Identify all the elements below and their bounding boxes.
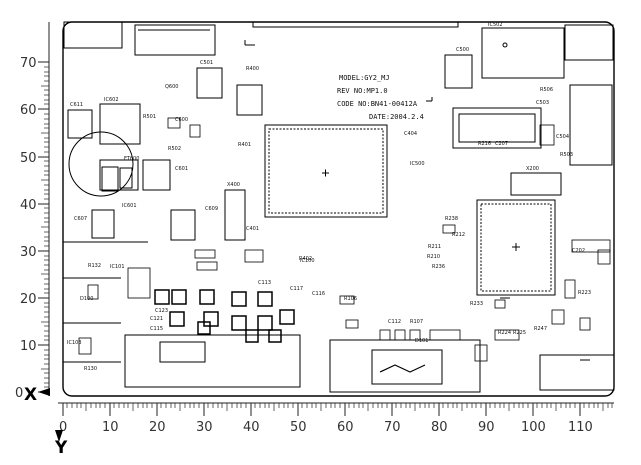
label-c113: C113 [258,280,271,286]
smd-parts [78,117,611,362]
label-r233: R233 [470,301,483,307]
board-rev: REV NO:MP1.0 [337,87,388,95]
label-c117: C117 [290,286,303,292]
label-r506: R506 [540,87,553,93]
label-r225: R225 [513,330,526,336]
inductor-cluster [154,289,295,343]
label-d100: D100 [80,296,93,302]
label-c601: C601 [175,166,188,172]
label-r502: R502 [168,146,181,152]
x-tick-50: 50 [290,420,307,435]
y-tick-70: 70 [20,56,37,71]
label-r238: R238 [445,216,458,222]
board-code: CODE NO:BN41-00412A [337,100,418,108]
label-d100-b: R106 [344,296,357,302]
label-r130: R130 [84,366,97,372]
y-axis-arrow [55,430,63,442]
top-connectors [63,21,614,166]
label-r503: R503 [560,152,573,158]
y-tick-40: 40 [20,198,37,213]
label-c504: C504 [556,134,569,140]
label-x200: X200 [526,166,539,172]
label-r210: R210 [427,254,440,260]
capacitors [67,54,473,241]
x-tick-70: 70 [384,420,401,435]
x-tick-80: 80 [431,420,448,435]
label-ic601: IC601 [122,203,137,209]
ic200-chip [476,199,556,296]
label-d101: D101 [415,338,428,344]
y-tick-30: 30 [20,245,37,260]
label-c112: C112 [388,319,401,325]
y-tick-60: 60 [20,103,37,118]
left-edge-tabs [63,241,148,363]
board-model: MODEL:GY2_MJ [339,74,390,82]
label-x400: X400 [227,182,240,188]
x-tick-10: 10 [102,420,119,435]
label-c607: C607 [74,216,87,222]
label-c207: C207 [495,141,508,147]
label-c401: C401 [246,226,259,232]
x-tick-60: 60 [337,420,354,435]
label-c611: C611 [70,102,83,108]
label-r401: R401 [238,142,251,148]
y-tick-0: 0 [15,386,23,401]
label-r224: R224 [498,330,511,336]
label-ic500: IC500 [410,161,425,167]
label-c609: C609 [205,206,218,212]
x-axis-ruler [58,402,614,416]
label-r400: R400 [246,66,259,72]
label-q600: Q600 [165,84,178,90]
label-c500: C500 [456,47,469,53]
x-axis-name: X [24,385,37,405]
x400-crystal [224,189,246,241]
label-ic103: IC103 [67,340,82,346]
x-tick-100: 100 [521,420,546,435]
y-axis-ruler [38,22,50,396]
x-tick-20: 20 [149,420,166,435]
ic400-chip [264,124,388,218]
board-date: DATE:2004.2.4 [369,113,424,121]
label-c115: C115 [150,326,163,332]
x-tick-30: 30 [196,420,213,435]
label-r247: R247 [534,326,547,332]
y-tick-20: 20 [20,292,37,307]
x-tick-90: 90 [478,420,495,435]
label-ic602: IC602 [104,97,119,103]
label-r501: R501 [143,114,156,120]
label-c501: C501 [200,60,213,66]
label-r211: R211 [428,244,441,250]
label-c116: C116 [312,291,325,297]
tick-marks [244,40,590,361]
label-r402: R402 [299,256,312,262]
y-axis-name: Y [54,438,68,458]
label-r107: R107 [410,319,423,325]
ic503-area [452,107,562,196]
label-r212: R212 [452,232,465,238]
label-c503: C503 [536,100,549,106]
label-c404: C404 [404,131,417,137]
label-c121: C121 [150,316,163,322]
bottom-connectors [124,334,615,393]
label-c202: C202 [572,248,585,254]
x-axis-arrow [38,388,50,396]
label-ic100: IC100 [300,258,315,264]
y-tick-10: 10 [20,339,37,354]
label-c123: C123 [155,308,168,314]
label-r132: R132 [88,263,101,269]
ic602-block [68,103,141,197]
x-tick-0: 0 [59,420,67,435]
label-r223: R223 [578,290,591,296]
label-c600: C600 [175,117,188,123]
x-tick-110: 110 [568,420,593,435]
y-tick-50: 50 [20,151,37,166]
x-tick-40: 40 [243,420,260,435]
label-ic101: IC101 [110,264,125,270]
label-ft600: FT600 [124,156,139,162]
label-r216: R216 [478,141,491,147]
label-r236: R236 [432,264,445,270]
label-ic502: IC502 [488,22,503,28]
